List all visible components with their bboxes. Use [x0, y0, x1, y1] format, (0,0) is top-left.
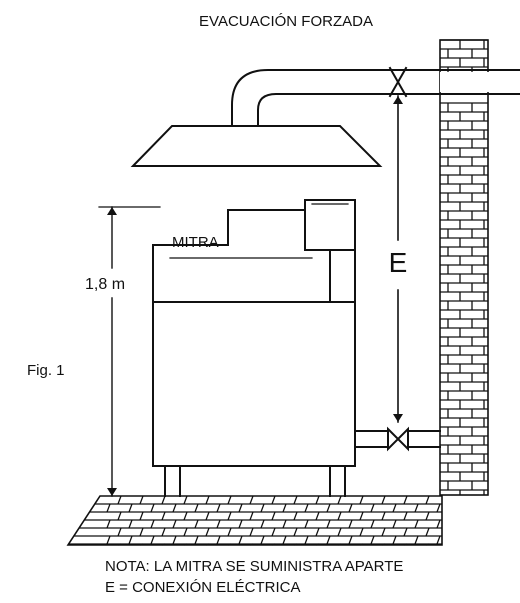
figure-label: Fig. 1: [27, 362, 65, 379]
brick-floor: [66, 495, 443, 546]
dimension-e: [393, 95, 403, 423]
appliance-body: [152, 199, 356, 497]
flue-pipe: [231, 69, 520, 127]
mitra-label: MITRA: [172, 234, 219, 251]
flue-damper-icon: [388, 66, 408, 98]
height-label: 1,8 m: [85, 276, 125, 293]
dimension-e-label: E: [389, 247, 408, 278]
diagram-title: EVACUACIÓN FORZADA: [199, 13, 373, 30]
note-line: NOTA: LA MITRA SE SUMINISTRA APARTE: [105, 558, 403, 575]
note-line: E = CONEXIÓN ELÉCTRICA: [105, 579, 300, 596]
height-dimension: [98, 206, 161, 497]
valve-icon: [387, 426, 409, 452]
exhaust-hood: [130, 125, 383, 167]
chimney-wall: [439, 39, 489, 496]
